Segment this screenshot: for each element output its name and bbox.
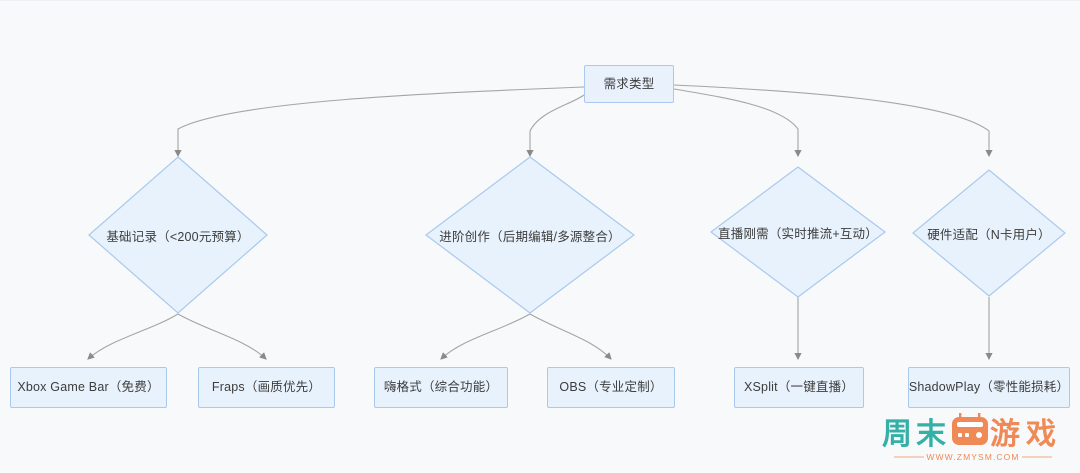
edge-branch-2-to-leaf-4 xyxy=(529,313,612,360)
node-leaf-3-label: 嗨格式（综合功能） xyxy=(383,380,499,395)
game-console-icon xyxy=(952,413,988,445)
node-branch-4[interactable]: 硬件适配（N卡用户） xyxy=(912,169,1066,297)
diamond-shape-branch-3 xyxy=(710,166,886,298)
node-leaf-4[interactable]: OBS（专业定制） xyxy=(547,367,675,408)
edge-root-to-branch-4 xyxy=(673,84,993,158)
node-root[interactable]: 需求类型 xyxy=(584,65,674,103)
watermark-char-4: 戏 xyxy=(1025,417,1056,452)
watermark-char-1: 周 xyxy=(882,417,912,452)
node-leaf-3[interactable]: 嗨格式（综合功能） xyxy=(374,367,508,408)
node-branch-1[interactable]: 基础记录（<200元预算） xyxy=(88,156,268,314)
node-leaf-1-label: Xbox Game Bar（免费） xyxy=(17,380,160,395)
node-leaf-5[interactable]: XSplit（一键直播） xyxy=(734,367,864,408)
edge-branch-1-to-leaf-2 xyxy=(177,313,267,360)
edge-root-to-branch-3 xyxy=(673,88,802,158)
watermark-logo: 周 末 游 戏 WWW.ZMYSM.COM xyxy=(882,413,1056,462)
watermark-char-2: 末 xyxy=(916,417,946,452)
watermark-char-3: 游 xyxy=(990,417,1020,452)
edge-root-to-branch-1 xyxy=(174,86,585,158)
edge-branch-2-to-leaf-3 xyxy=(440,313,531,360)
watermark-url: WWW.ZMYSM.COM xyxy=(926,452,1019,462)
diamond-shape-branch-2 xyxy=(425,156,635,314)
diamond-shape-branch-1 xyxy=(88,156,268,314)
node-leaf-6-label: ShadowPlay（零性能损耗） xyxy=(908,380,1070,395)
node-leaf-6[interactable]: ShadowPlay（零性能损耗） xyxy=(908,367,1070,408)
node-branch-2[interactable]: 进阶创作（后期编辑/多源整合） xyxy=(425,156,635,314)
node-root-label: 需求类型 xyxy=(603,76,655,91)
node-leaf-2[interactable]: Fraps（画质优先） xyxy=(198,367,335,408)
node-leaf-1[interactable]: Xbox Game Bar（免费） xyxy=(10,367,167,408)
edge-branch-1-to-leaf-1 xyxy=(87,313,179,360)
diamond-shape-branch-4 xyxy=(912,169,1066,297)
edge-root-to-branch-2 xyxy=(526,94,585,158)
node-leaf-2-label: Fraps（画质优先） xyxy=(211,380,322,395)
node-branch-3[interactable]: 直播刚需（实时推流+互动） xyxy=(710,166,886,298)
node-leaf-5-label: XSplit（一键直播） xyxy=(743,380,855,395)
node-leaf-4-label: OBS（专业定制） xyxy=(559,380,663,395)
